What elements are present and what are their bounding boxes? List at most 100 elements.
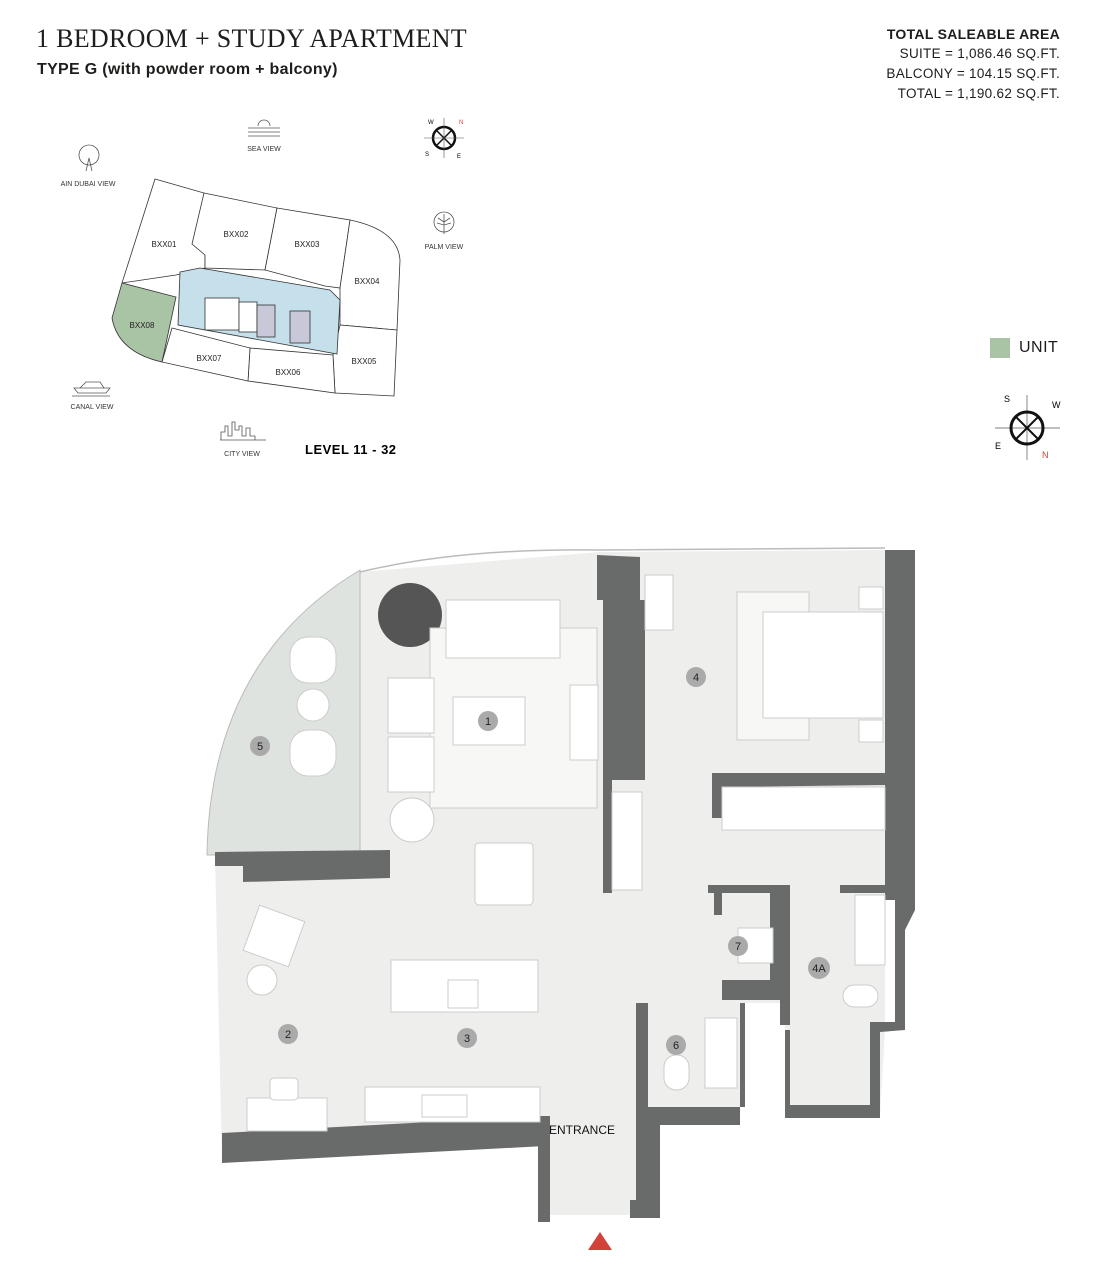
sea-view-label: SEA VIEW <box>247 146 281 153</box>
kitchen-island <box>390 959 539 1013</box>
media-console <box>569 684 599 761</box>
bed <box>762 611 884 719</box>
total-area: TOTAL = 1,190.62 SQ.FT. <box>897 86 1060 101</box>
unit-label: BXX02 <box>224 230 249 239</box>
stool <box>389 797 435 843</box>
wall <box>785 550 915 1118</box>
balcony-table <box>296 688 330 722</box>
entrance-arrow-icon <box>588 1232 612 1250</box>
compass-e: E <box>995 441 1001 451</box>
vanity <box>854 894 886 966</box>
room-2-marker: 2 <box>278 1024 298 1044</box>
balcony-chair <box>289 729 337 777</box>
room-4a-marker: 4A <box>808 957 830 979</box>
suite-area: SUITE = 1,086.46 SQ.FT. <box>899 46 1060 61</box>
area-heading: TOTAL SALEABLE AREA <box>886 26 1060 42</box>
study-desk <box>246 1097 328 1132</box>
unit-label: BXX04 <box>355 277 380 286</box>
area-summary: TOTAL SALEABLE AREA SUITE = 1,086.46 SQ.… <box>886 24 1060 104</box>
room-4-marker: 4 <box>686 667 706 687</box>
svg-text:5: 5 <box>257 741 263 753</box>
legend-unit: UNIT <box>990 338 1058 358</box>
dining-table <box>474 842 534 906</box>
svg-text:4A: 4A <box>812 963 826 975</box>
wall <box>780 885 790 1025</box>
svg-text:7: 7 <box>735 941 741 953</box>
compass-s: S <box>1004 394 1010 404</box>
lounge-chair <box>242 904 306 968</box>
svg-text:2: 2 <box>285 1029 291 1041</box>
wall <box>215 850 390 882</box>
balcony-chair <box>289 636 337 684</box>
armchair <box>387 736 435 793</box>
wall <box>597 555 645 893</box>
toilet <box>842 984 879 1008</box>
svg-text:S: S <box>425 152 429 158</box>
balcony-area: BALCONY = 104.15 SQ.FT. <box>886 66 1060 81</box>
kitchen-counter <box>364 1086 541 1123</box>
unit-label: BXX07 <box>197 354 222 363</box>
ain-dubai-view-label: AIN DUBAI VIEW <box>61 181 116 188</box>
bedroom-rug <box>736 591 810 741</box>
nightstand <box>858 586 884 610</box>
legend-swatch <box>990 338 1010 358</box>
wall <box>712 773 887 818</box>
compass-icon: S W E N <box>995 394 1061 460</box>
svg-text:4: 4 <box>693 672 699 684</box>
coffee-table <box>452 696 526 746</box>
level-label: LEVEL 11 - 32 <box>305 442 397 457</box>
vanity <box>704 1017 738 1089</box>
toilet <box>663 1054 690 1091</box>
core <box>177 267 341 355</box>
compass-w: W <box>1052 400 1061 410</box>
nightstand <box>858 719 884 743</box>
room-6-marker: 6 <box>666 1035 686 1055</box>
furniture <box>242 574 886 1132</box>
entrance-label: ENTRANCE <box>549 1123 615 1137</box>
palm-icon <box>433 211 455 234</box>
city-skyline-icon <box>220 421 266 441</box>
wall <box>538 1116 550 1222</box>
page-title: 1 BEDROOM + STUDY APARTMENT <box>36 24 467 53</box>
unit-bxx01[interactable] <box>121 178 206 284</box>
svg-text:3: 3 <box>464 1033 470 1045</box>
unit-bxx03[interactable] <box>264 207 351 289</box>
balcony-area <box>206 569 361 856</box>
svg-text:W: W <box>428 120 434 126</box>
unit-label: BXX06 <box>276 368 301 377</box>
bedroom-desk <box>644 574 674 631</box>
unit-bxx08[interactable] <box>111 282 177 363</box>
unit-label: BXX05 <box>352 357 377 366</box>
unit-bxx07[interactable] <box>161 327 251 382</box>
svg-text:1: 1 <box>485 716 491 728</box>
unit-bxx04[interactable] <box>339 219 401 331</box>
unit-label: BXX03 <box>295 240 320 249</box>
walls <box>215 550 915 1222</box>
key-compass-icon: W N S E <box>424 118 464 160</box>
svg-text:E: E <box>457 154 461 160</box>
wall <box>708 885 780 1000</box>
room-1-marker: 1 <box>478 711 498 731</box>
room-3-marker: 3 <box>457 1028 477 1048</box>
floor-area <box>215 550 885 1215</box>
washer <box>737 927 774 964</box>
wall <box>630 1003 745 1218</box>
desk-chair <box>269 1077 299 1101</box>
yacht-icon <box>72 381 111 397</box>
unit-label: BXX08 <box>130 321 155 330</box>
wall <box>222 1116 545 1163</box>
sofa <box>445 599 561 659</box>
canal-view-label: CANAL VIEW <box>71 404 114 411</box>
wall <box>840 885 887 893</box>
armchair <box>387 677 435 734</box>
room-7-marker: 7 <box>728 936 748 956</box>
round-side-table <box>378 583 442 647</box>
key-plan: SEA VIEW AIN DUBAI VIEW PALM VIEW CANAL … <box>61 118 464 458</box>
ain-dubai-icon <box>78 144 100 172</box>
room-5-marker: 5 <box>250 736 270 756</box>
city-view-label: CITY VIEW <box>224 451 260 458</box>
unit-label: BXX01 <box>152 240 177 249</box>
palm-view-label: PALM VIEW <box>425 244 464 251</box>
window-line <box>359 547 886 573</box>
unit-type: TYPE G (with powder room + balcony) <box>37 61 338 78</box>
